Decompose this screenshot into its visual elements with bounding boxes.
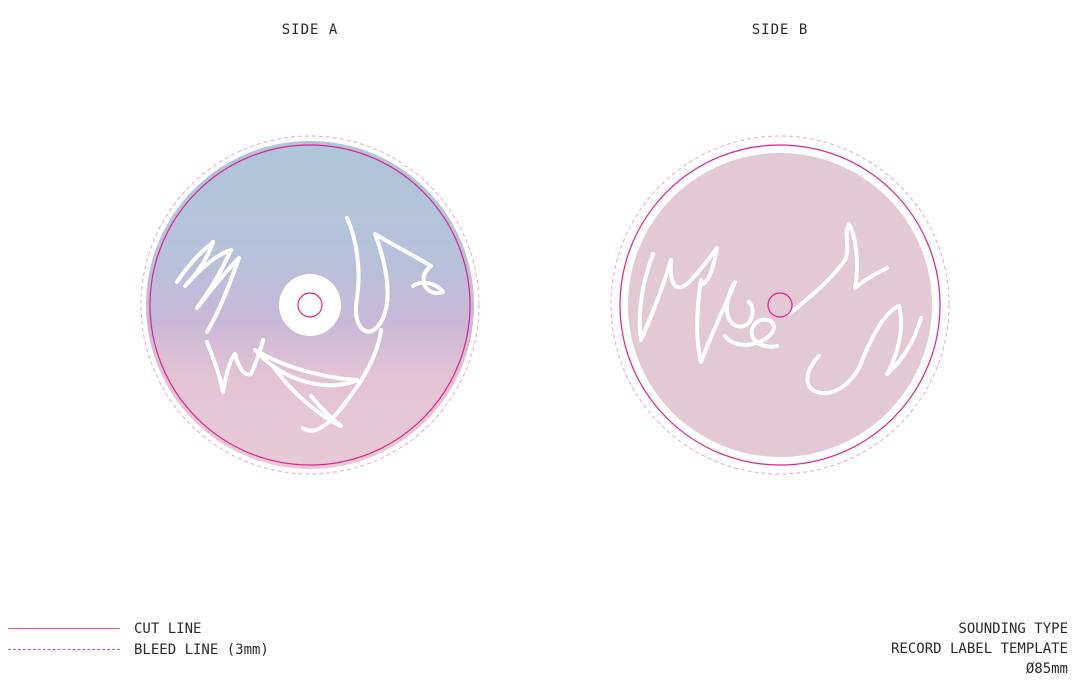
template-name: RECORD LABEL TEMPLATE	[890, 641, 1068, 657]
side-b-cut-line	[619, 144, 941, 466]
side-a-bleed-line	[140, 135, 480, 475]
side-a-spindle-ring	[279, 274, 341, 336]
brand-name: SOUNDING TYPE	[958, 621, 1068, 637]
legend-cut-line-row: CUT LINE	[8, 618, 269, 639]
legend-bleed-line-row: BLEED LINE (3mm)	[8, 639, 269, 660]
side-a-squiggle-art	[175, 216, 445, 433]
cut-line-label: CUT LINE	[134, 620, 202, 637]
side-a-label	[140, 135, 480, 475]
bleed-line-swatch	[8, 649, 120, 650]
side-a-spindle-hole	[297, 292, 323, 318]
side-b-spindle-hole	[767, 292, 793, 318]
side-b-artwork	[628, 153, 932, 457]
cut-line-swatch	[8, 628, 120, 629]
legend: CUT LINE BLEED LINE (3mm)	[8, 618, 269, 660]
label-diameter: Ø85mm	[1025, 661, 1068, 677]
side-b-label	[610, 135, 950, 475]
side-b-title: SIDE B	[751, 22, 809, 38]
side-a-title: SIDE A	[281, 22, 339, 38]
side-b-bleed-line	[610, 135, 950, 475]
template-info: SOUNDING TYPE RECORD LABEL TEMPLATE Ø85m…	[891, 619, 1068, 679]
bleed-line-label: BLEED LINE (3mm)	[134, 641, 269, 658]
side-b-squiggle-art	[637, 222, 923, 396]
side-a-cut-line	[149, 144, 471, 466]
